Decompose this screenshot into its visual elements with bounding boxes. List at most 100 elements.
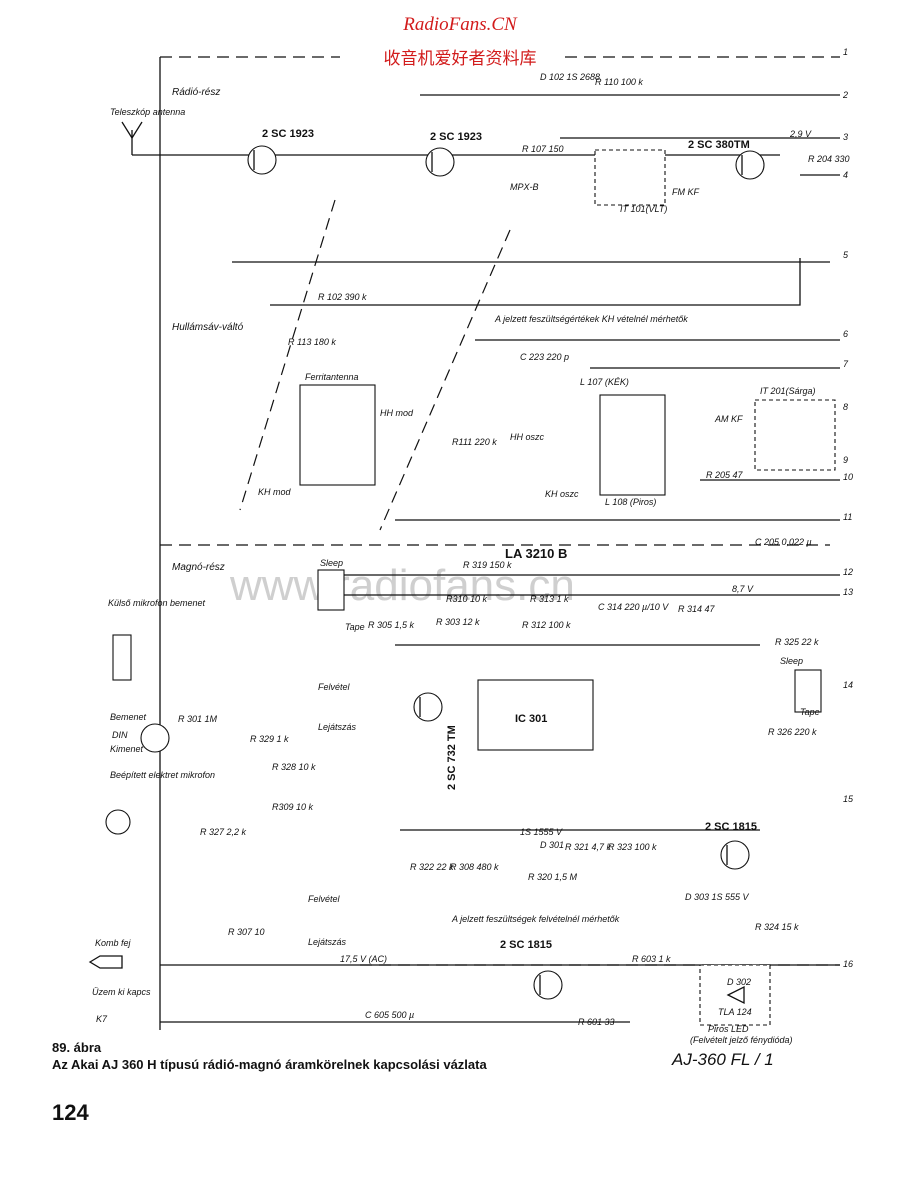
tla-label: TLA 124 <box>718 1007 752 1017</box>
r319-label: R 319 150 k <box>463 560 512 570</box>
transistor-t201-label: 2 SC 380TM <box>688 139 750 151</box>
led-note: (Felvételt jelző fénydióda) <box>690 1035 793 1045</box>
d303-label: D 303 1S 555 V <box>685 892 750 902</box>
tape-label-right: Tape <box>800 707 820 717</box>
r305-label: R 305 1,5 k <box>368 620 415 630</box>
r603-label: R 603 1 k <box>632 954 671 964</box>
am-kf-label: AM KF <box>714 414 743 424</box>
r322-label: R 322 22 k <box>410 862 454 872</box>
felvetel-label-1: Felvétel <box>318 682 351 692</box>
d302-label: D 302 <box>727 977 751 987</box>
section-band-switch: Hullámsáv-váltó <box>172 322 244 333</box>
k7-label: K7 <box>96 1014 108 1024</box>
figure-caption: Az Akai AJ 360 H típusú rádió-magnó áram… <box>52 1057 487 1072</box>
r321-label: R 321 4,7 k <box>565 842 612 852</box>
power-switch-label: Üzem ki kapcs <box>92 987 151 997</box>
connector-6: 6 <box>843 329 848 339</box>
din-label: DIN <box>112 730 128 740</box>
r313-label: R 313 1 k <box>530 594 569 604</box>
connector-12: 12 <box>843 567 853 577</box>
site-title: RadioFans.CN <box>403 14 517 35</box>
kh-mod-label: KH mod <box>258 487 292 497</box>
connector-7: 7 <box>843 359 849 369</box>
site-subtitle: 收音机爱好者资料库 <box>383 49 537 69</box>
connector-11: 11 <box>843 512 852 522</box>
connector-numbers: 1 2 3 4 5 6 7 8 9 10 11 12 13 14 15 16 <box>842 47 854 969</box>
r314-label: R 314 47 <box>678 604 716 614</box>
transistor-t601-label: 2 SC 1815 <box>500 939 552 951</box>
r303-label: R 303 12 k <box>436 617 480 627</box>
transistor-t301 <box>413 692 443 722</box>
r320-label: R 320 1,5 M <box>528 872 578 882</box>
sleep-label-right: Sleep <box>780 656 803 666</box>
supply-ac-label: 17,5 V (AC) <box>340 954 387 964</box>
model-code: AJ-360 FL / 1 <box>672 1050 774 1069</box>
it101-label: IT 101(VLT) <box>620 204 667 214</box>
mpx-label: MPX-B <box>510 182 539 192</box>
int-mic-icon <box>105 809 131 835</box>
connector-5: 5 <box>843 250 849 260</box>
connector-8: 8 <box>843 402 848 412</box>
r204-label: R 204 330 <box>808 154 850 164</box>
connector-4: 4 <box>843 170 848 180</box>
antenna-icon <box>121 121 143 155</box>
led-box <box>699 964 771 1026</box>
r307-label: R 307 10 <box>228 927 265 937</box>
ganged-link-2 <box>379 229 511 531</box>
comb-head-label: Komb fej <box>95 938 132 948</box>
transistor-t102 <box>425 147 455 177</box>
ferrite-label: Ferritantenna <box>305 372 359 382</box>
din-socket-icon <box>140 723 170 753</box>
transistor-t201 <box>735 150 765 180</box>
sleep-switch-right <box>794 669 822 713</box>
connector-15: 15 <box>843 794 854 804</box>
hh-osc-label: HH oszc <box>510 432 545 442</box>
c223-label: C 223 220 p <box>520 352 569 362</box>
r312-label: R 312 100 k <box>522 620 571 630</box>
led-icon <box>726 985 745 1005</box>
r324-label: R 324 15 k <box>755 922 799 932</box>
r113-label: R 113 180 k <box>288 337 336 347</box>
ganged-link-1 <box>239 199 336 511</box>
c205-label: C 205 0,022 µ <box>755 537 812 547</box>
ext-mic-jack-icon <box>112 634 132 681</box>
transistor-t601 <box>533 970 563 1000</box>
r110-label: R 110 100 k <box>595 77 643 87</box>
section-radio: Rádió-rész <box>172 87 220 98</box>
hh-mod-label: HH mod <box>380 408 414 418</box>
v29-label: 2,9 V <box>789 129 812 139</box>
r326-label: R 326 220 k <box>768 727 817 737</box>
note-rec: A jelzett feszültségek felvételnél mérhe… <box>451 914 620 924</box>
c605-label: C 605 500 µ <box>365 1010 414 1020</box>
if-transformer-it201 <box>754 399 836 471</box>
ext-mic-label: Külső mikrofon bemenet <box>108 598 206 608</box>
transistor-t102-label: 2 SC 1923 <box>430 131 482 143</box>
r310-label: R310 10 k <box>446 594 488 604</box>
sleep-switch-left <box>317 569 345 611</box>
r325-label: R 325 22 k <box>775 637 819 647</box>
comb-head-icon <box>88 955 123 969</box>
felvetel-label-2: Felvétel <box>308 894 341 904</box>
l107-label: L 107 (KÉK) <box>580 377 629 387</box>
transistor-t101-label: 2 SC 1923 <box>262 128 314 140</box>
osc-coil-block <box>599 394 666 496</box>
connector-3: 3 <box>843 132 848 142</box>
lejatszas-label-2: Lejátszás <box>308 937 347 947</box>
r329-label: R 329 1 k <box>250 734 289 744</box>
antenna-label: Teleszkóp antenna <box>110 107 185 117</box>
ic-name: LA 3210 B <box>505 546 567 561</box>
transistor-t302 <box>720 840 750 870</box>
fm-kf-label: FM KF <box>672 187 699 197</box>
ferrite-antenna <box>299 384 376 486</box>
connector-13: 13 <box>843 587 853 597</box>
d102-label: D 102 1S 2688 <box>540 72 600 82</box>
figure-number: 89. ábra <box>52 1040 102 1055</box>
tape-label-left: Tape <box>345 622 365 632</box>
c314-label: C 314 220 µ/10 V <box>598 602 669 612</box>
r601-label: R 601 33 <box>578 1017 615 1027</box>
l108-label: L 108 (Piros) <box>605 497 656 507</box>
is1555-label: 1S 1555 V <box>520 827 563 837</box>
connector-1: 1 <box>843 47 848 57</box>
